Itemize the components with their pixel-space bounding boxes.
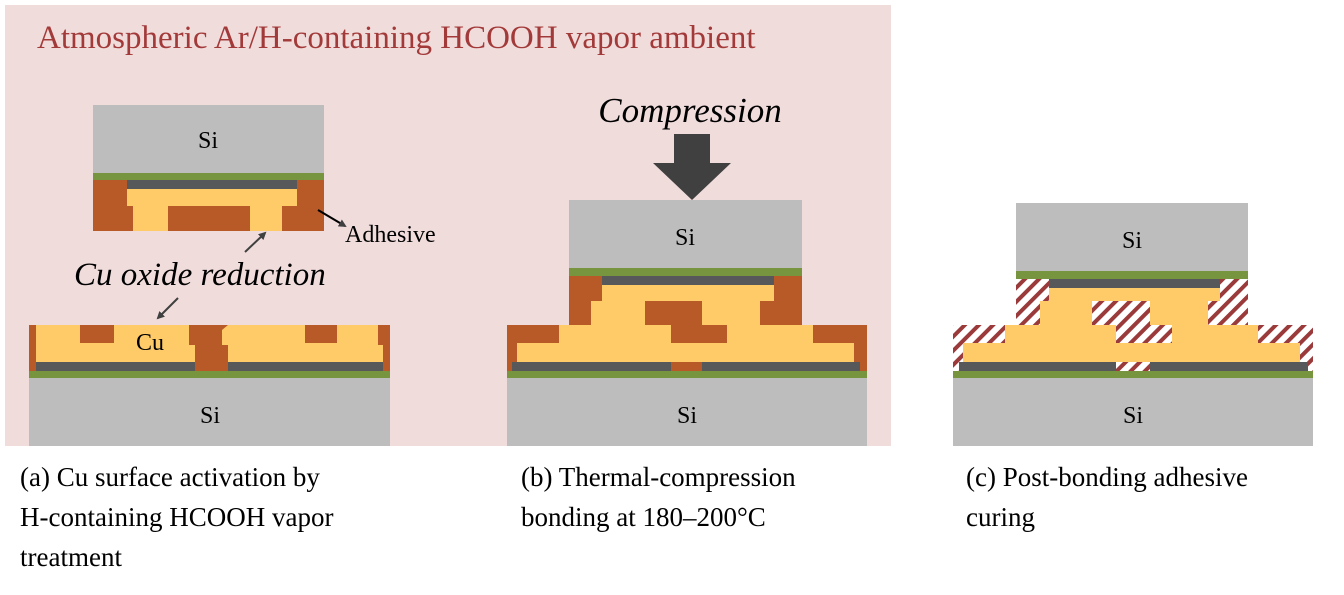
panel-c-cured-stack: Si Si [953, 203, 1313, 446]
panel-b-bottom-liner-right [702, 362, 860, 371]
panel-a-caption-line-2: H-containing HCOOH vapor [20, 502, 334, 532]
panel-c-bottom-liner-left [959, 362, 1116, 371]
ambient-label: Atmospheric Ar/H-containing HCOOH vapor … [37, 20, 756, 56]
panel-b-top-green-layer [569, 268, 802, 276]
panel-b-top-si [569, 200, 802, 268]
panel-a-bottom-cu-right [222, 325, 383, 362]
panel-a-bottom-cu-left [36, 325, 195, 362]
panel-a-cu-label: Cu [136, 330, 164, 356]
panel-a-bottom-chip-stack: Si Cu [29, 325, 390, 446]
panel-c-cu-joint [963, 288, 1300, 362]
panel-a-bottom-liner-left [36, 362, 195, 371]
reduction-pointer-lower [156, 297, 179, 320]
cu-oxide-reduction-label: Cu oxide reduction [74, 257, 326, 293]
panel-c-bottom-liner-right [1150, 362, 1308, 371]
panel-c-bottom-si-label: Si [1123, 403, 1143, 429]
panel-c-bottom-si [953, 378, 1313, 446]
panel-a-top-cu-pad [127, 189, 297, 231]
panel-a-bottom-si-label: Si [200, 403, 220, 429]
panel-c-caption-line-2: curing [966, 502, 1035, 532]
panel-b-caption: (b) Thermal-compression bonding at 180–2… [521, 457, 796, 537]
panel-a-top-liner [127, 180, 297, 189]
panel-b-bottom-si [507, 378, 867, 446]
adhesive-label: Adhesive [345, 222, 436, 248]
panel-a-top-chip-stack: Si [93, 105, 324, 231]
panel-c-top-liner [1049, 279, 1220, 288]
panel-a-top-si [93, 105, 324, 173]
reduction-pointer-upper [244, 231, 267, 253]
compression-label: Compression [598, 91, 781, 130]
panel-c-top-si [1016, 203, 1248, 271]
panel-b-caption-line-1: (b) Thermal-compression [521, 462, 796, 492]
panel-c-bottom-green-layer [953, 371, 1313, 378]
panel-b-bottom-liner-left [512, 362, 671, 371]
panel-b-bottom-green-layer [507, 371, 867, 378]
panel-a-bottom-liner-right [228, 362, 383, 371]
panel-a-caption: (a) Cu surface activation by H-containin… [20, 457, 333, 577]
adhesive-pointer-arrow [317, 209, 347, 228]
panel-b-bottom-si-label: Si [677, 403, 697, 429]
panel-b-caption-line-2: bonding at 180–200°C [521, 502, 766, 532]
panel-c-caption-line-1: (c) Post-bonding adhesive [966, 462, 1248, 492]
panel-b-bonded-stack: Si Si [507, 200, 867, 446]
panel-a-caption-line-1: (a) Cu surface activation by [20, 462, 320, 492]
panel-c-caption: (c) Post-bonding adhesive curing [966, 457, 1248, 537]
panel-a-top-si-label: Si [198, 128, 218, 154]
panel-a-bottom-si [29, 378, 390, 446]
compression-arrow [653, 134, 731, 200]
panel-b-top-liner [602, 276, 774, 285]
panel-b-top-si-label: Si [675, 225, 695, 251]
panel-c-top-green-layer [1016, 271, 1248, 279]
panel-a-top-green-layer [93, 173, 324, 180]
panel-c-top-si-label: Si [1122, 228, 1142, 254]
panel-a-bottom-green-layer [29, 371, 390, 378]
panel-b-cu-joint [517, 285, 854, 362]
panel-a-caption-line-3: treatment [20, 542, 122, 572]
